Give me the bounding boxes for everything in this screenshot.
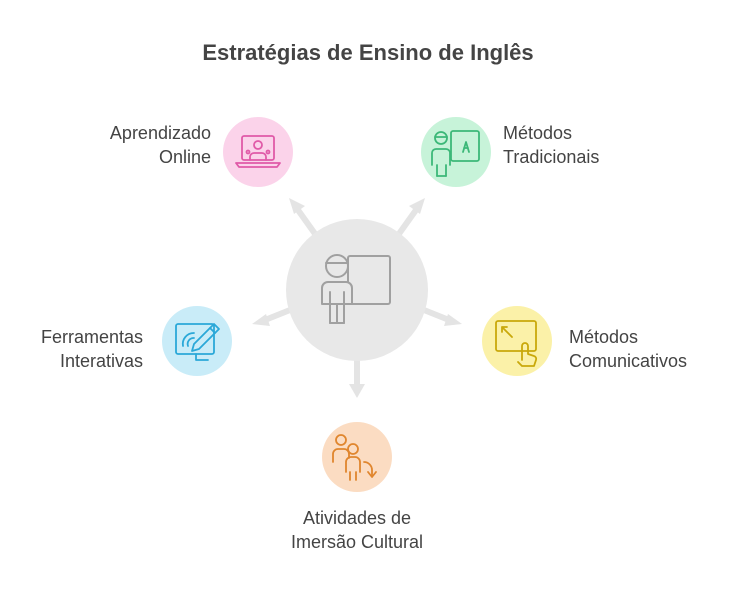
diagram-title: Estratégias de Ensino de Inglês: [202, 40, 534, 65]
communicative-label-line2: Comunicativos: [569, 351, 688, 371]
arrow-to-interactive: [252, 307, 292, 326]
arrow-to-communicative: [422, 307, 462, 326]
traditional-label: Métodos Tradicionais: [503, 121, 703, 169]
online-label-line2: Online: [158, 147, 211, 167]
communicative-node-circle: [482, 306, 552, 376]
arrow-to-immersion: [349, 356, 365, 398]
immersion-label-line2: Imersão Cultural: [290, 532, 424, 552]
online-label-line1: Aprendizado: [109, 123, 211, 143]
interactive-label-line2: Interativas: [59, 351, 143, 371]
touch-screen-icon: [495, 320, 538, 367]
teacher-board-icon: [321, 254, 391, 324]
traditional-node-circle: [421, 117, 491, 187]
traditional-label-line2: Tradicionais: [503, 147, 600, 167]
online-learning-laptop-icon: [235, 135, 281, 168]
communicative-label: Métodos Comunicativos: [569, 325, 729, 373]
immersion-label-line1: Atividades de: [302, 508, 412, 528]
communicative-label-line1: Métodos: [569, 327, 639, 347]
arrow-to-online: [289, 198, 321, 240]
teacher-whiteboard-icon: [431, 130, 480, 177]
online-label: Aprendizado Online: [40, 121, 211, 169]
interactive-label-line1: Ferramentas: [40, 327, 143, 347]
interactive-label: Ferramentas Interativas: [10, 325, 143, 373]
people-exchange-icon: [332, 434, 377, 481]
traditional-label-line1: Métodos: [503, 123, 573, 143]
arrow-to-traditional: [393, 198, 425, 240]
online-node-circle: [223, 117, 293, 187]
interactive-pen-tablet-icon: [175, 323, 220, 361]
immersion-label: Atividades de Imersão Cultural: [237, 506, 477, 554]
center-circle: [286, 219, 428, 361]
